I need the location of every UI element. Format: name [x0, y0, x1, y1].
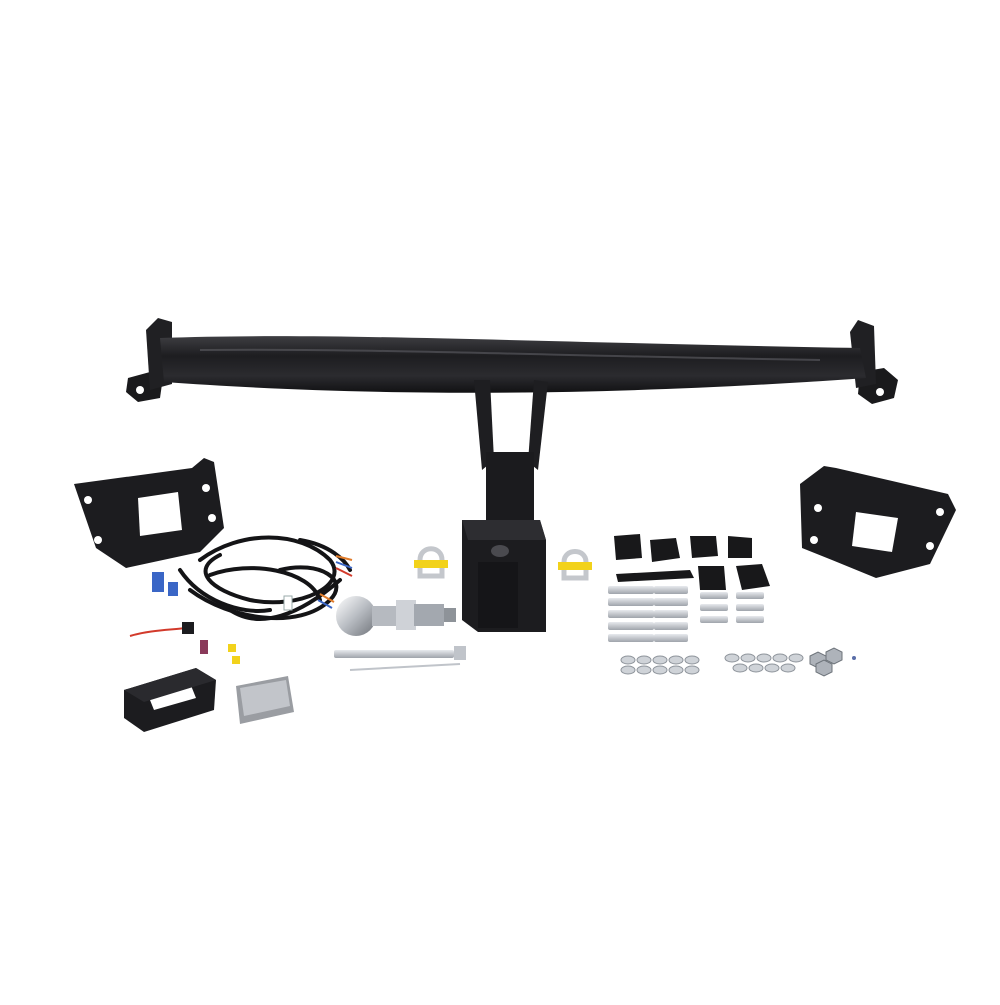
hitch-pin [334, 646, 466, 671]
nuts [809, 647, 856, 677]
right-side-bracket [800, 466, 956, 578]
receiver-cover [124, 668, 216, 732]
harness-wire-ends [317, 555, 353, 609]
left-side-bracket [74, 458, 224, 568]
crossbar-right-foot-hole [876, 388, 884, 396]
receiver-neck [462, 380, 548, 632]
crossbar-tube [160, 336, 866, 393]
blue-connector-small [168, 582, 178, 596]
crossbar-left-foot-hole [136, 386, 144, 394]
washers [620, 653, 804, 675]
blue-connector [152, 572, 164, 592]
cable-tie [283, 595, 293, 611]
red-wire [129, 627, 187, 637]
shackle-left [414, 546, 448, 579]
crossbar [126, 318, 898, 404]
tow-ball [336, 596, 456, 636]
instruction-sheet [236, 676, 294, 724]
bolt-set [608, 586, 764, 642]
receiver-neck-tube [486, 452, 534, 522]
fuse-holder [182, 622, 194, 634]
wiring-harness [178, 535, 352, 621]
mounting-plates [614, 534, 770, 590]
relay-connector [200, 640, 208, 654]
fuse-yellow-2 [232, 656, 240, 664]
receiver-pin-hole [491, 545, 509, 557]
fuse-yellow-1 [228, 644, 236, 652]
shackle-right [558, 549, 592, 581]
